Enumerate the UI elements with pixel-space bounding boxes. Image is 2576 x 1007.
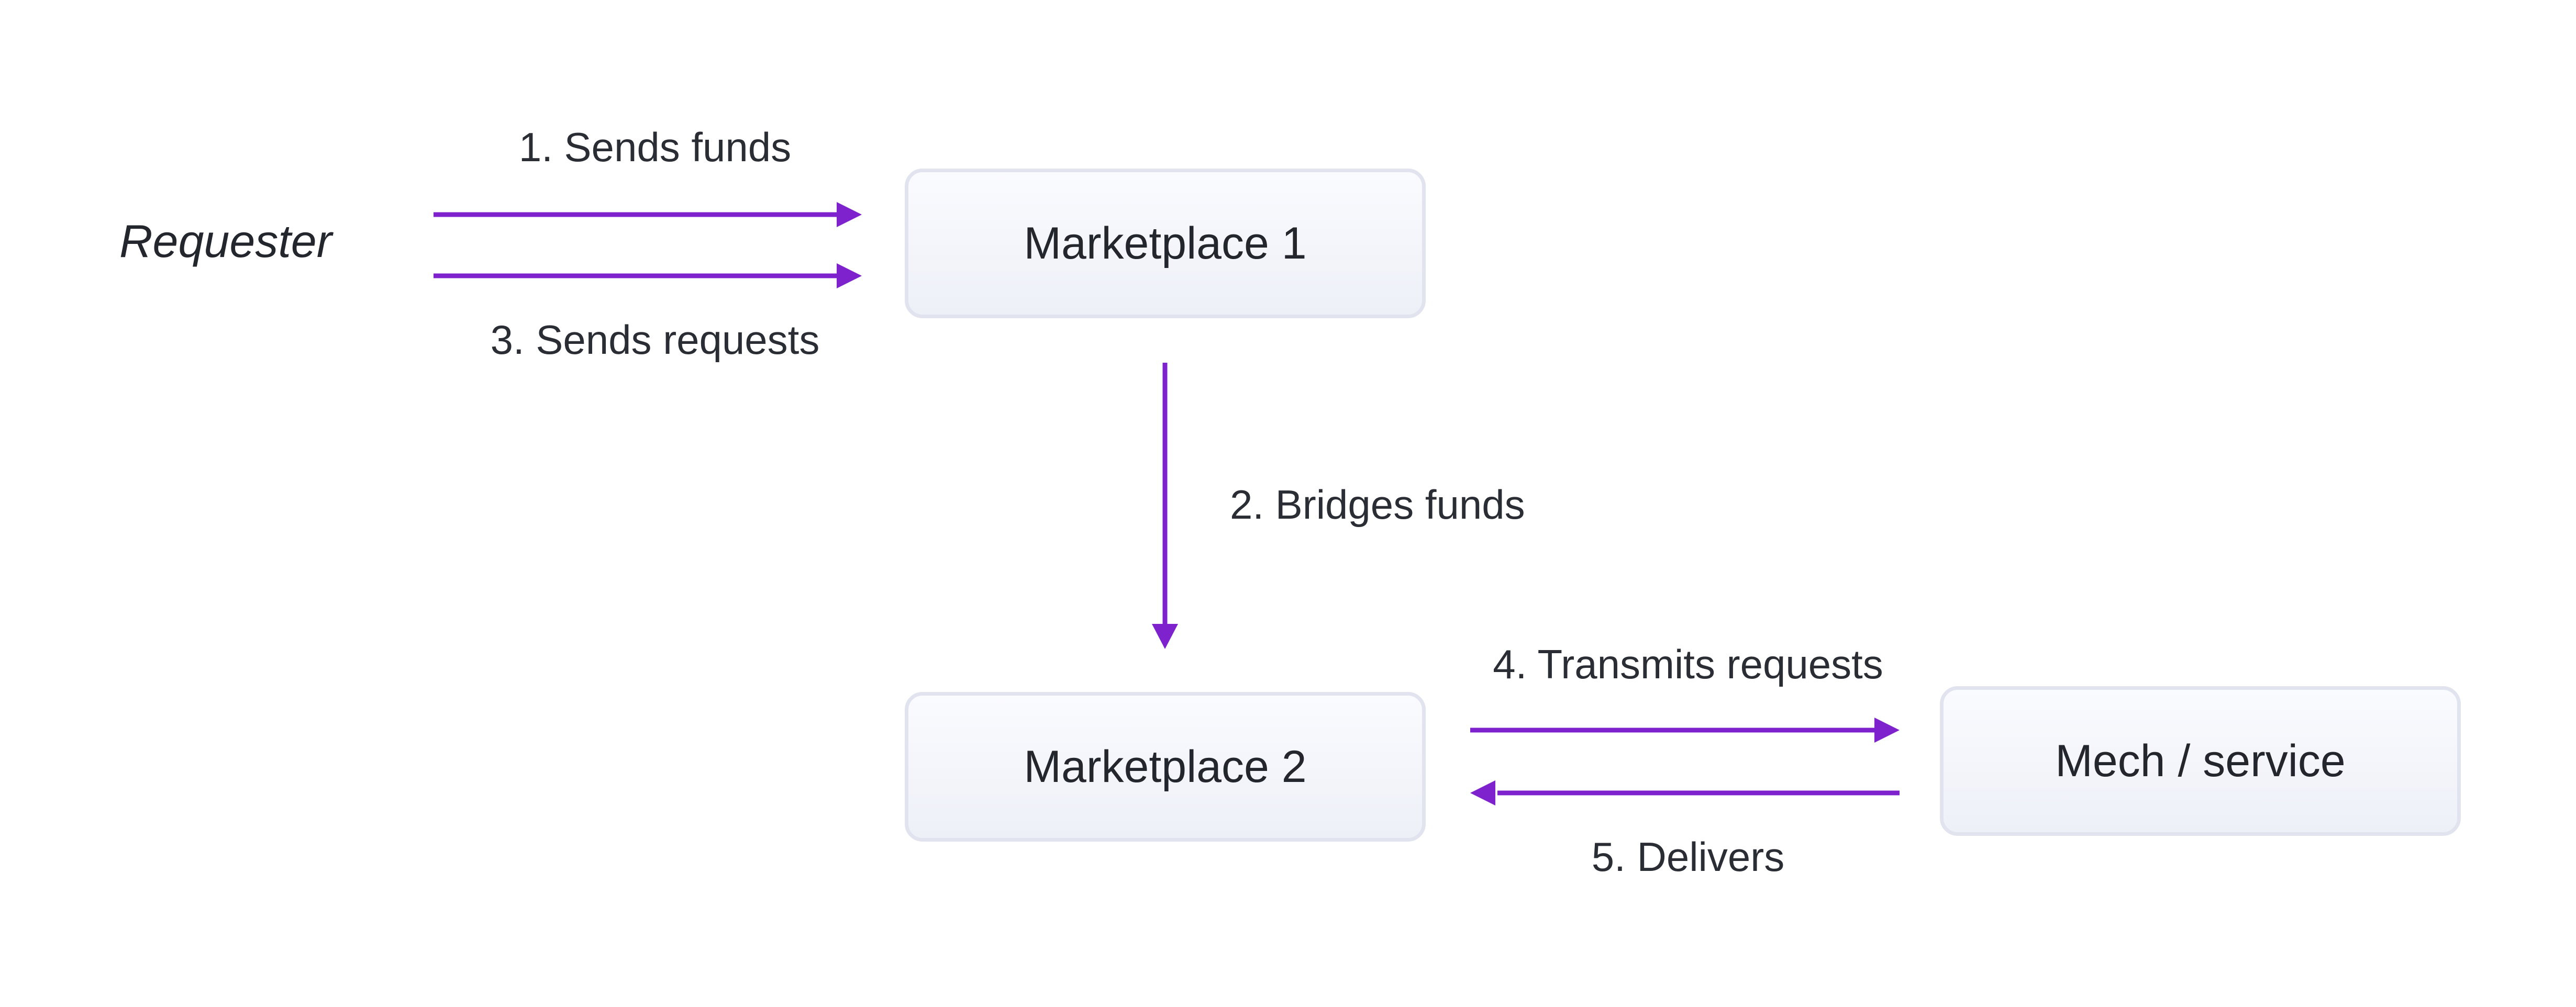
edge-label-delivers: 5. Delivers	[1591, 834, 1785, 880]
marketplace-1-node: Marketplace 1	[905, 169, 1426, 318]
arrowhead-transmits-requests	[1874, 718, 1900, 743]
arrowhead-bridges-funds	[1152, 624, 1178, 649]
arrowhead-sends-requests	[837, 263, 862, 288]
edge-label-transmits-requests: 4. Transmits requests	[1493, 641, 1883, 687]
edge-label-bridges-funds: 2. Bridges funds	[1230, 482, 1525, 528]
edge-label-sends-requests: 3. Sends requests	[490, 317, 820, 363]
mech-service-node: Mech / service	[1940, 686, 2461, 836]
arrowhead-delivers	[1470, 780, 1495, 805]
requester-label: Requester	[119, 215, 332, 267]
edge-label-sends-funds: 1. Sends funds	[518, 124, 792, 170]
arrowhead-sends-funds	[837, 202, 862, 227]
marketplace-2-node: Marketplace 2	[905, 692, 1426, 842]
